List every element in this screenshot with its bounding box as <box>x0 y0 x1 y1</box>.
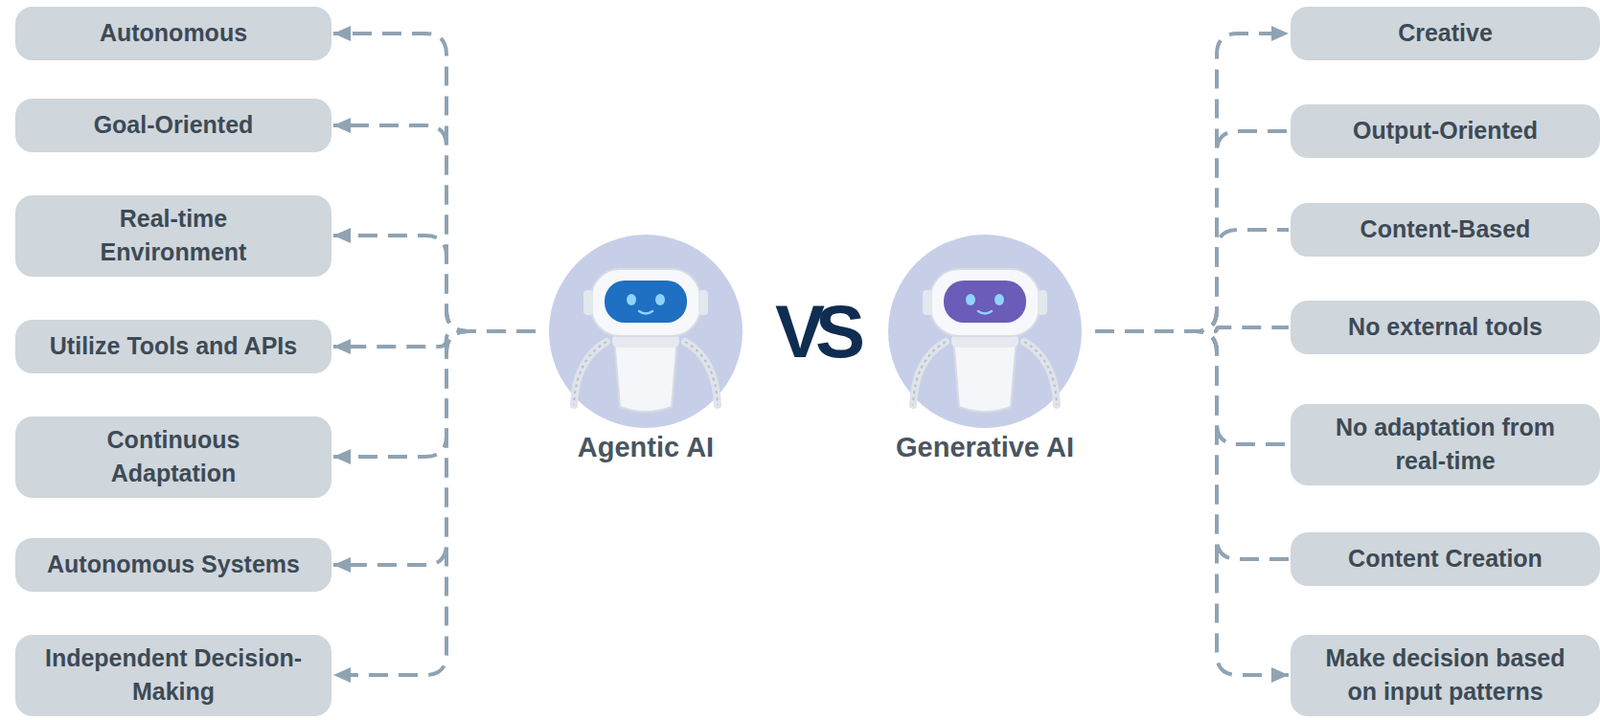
robot-svg <box>888 234 1082 448</box>
feature-box: Creative <box>1290 6 1600 61</box>
feature-text: Real-time Environment <box>82 202 265 271</box>
feature-text: No adaptation from real-time <box>1316 411 1576 480</box>
feature-box: Content-Based <box>1290 203 1600 257</box>
feature-box: Autonomous Systems <box>15 538 332 593</box>
feature-box: No adaptation from real-time <box>1290 404 1600 486</box>
feature-box: No external tools <box>1290 300 1600 355</box>
robot-illustration <box>888 234 1082 429</box>
feature-box: Continuous Adaptation <box>15 416 332 499</box>
feature-text: Goal-Oriented <box>93 108 254 143</box>
robot-disc <box>888 234 1082 429</box>
feature-box: Goal-Oriented <box>15 98 332 153</box>
ai-robot-node: Agentic AI <box>548 234 743 429</box>
dashed-connector <box>1095 331 1289 560</box>
feature-text: Make decision based on input patterns <box>1316 641 1576 710</box>
dashed-connector <box>1095 331 1289 676</box>
robot-disc <box>548 234 743 429</box>
feature-text: Content-Based <box>1360 212 1532 248</box>
dashed-connector <box>333 33 536 332</box>
feature-box: Make decision based on input patterns <box>1290 635 1600 717</box>
ai-robot-node: Generative AI <box>888 234 1082 429</box>
dashed-connector <box>333 331 536 458</box>
dashed-connector <box>1095 229 1289 332</box>
feature-text: No external tools <box>1348 310 1543 345</box>
feature-box: Content Creation <box>1290 532 1600 587</box>
feature-box: Utilize Tools and APIs <box>15 320 332 374</box>
feature-text: Autonomous <box>99 16 248 51</box>
feature-text: Independent Decision-Making <box>29 641 318 710</box>
feature-text: Continuous Adaptation <box>82 423 265 492</box>
versus-label: VS <box>775 288 856 376</box>
feature-text: Content Creation <box>1348 542 1543 577</box>
dashed-connector <box>1095 131 1289 332</box>
feature-box: Real-time Environment <box>15 195 332 277</box>
feature-text: Utilize Tools and APIs <box>49 329 298 365</box>
dashed-connector <box>1095 331 1289 445</box>
dashed-connector <box>333 331 536 566</box>
feature-box: Output-Oriented <box>1290 104 1600 159</box>
dashed-connector <box>1095 33 1289 332</box>
dashed-connector <box>333 331 536 676</box>
dashed-connector <box>333 125 536 332</box>
robot-svg <box>548 234 743 448</box>
ai-type-label: Generative AI <box>849 432 1120 464</box>
feature-box: Independent Decision-Making <box>15 635 332 717</box>
dashed-connector <box>333 331 536 347</box>
feature-text: Creative <box>1397 16 1493 51</box>
dashed-connector <box>333 235 536 332</box>
feature-box: Autonomous <box>15 6 332 61</box>
feature-text: Output-Oriented <box>1352 114 1538 149</box>
robot-illustration <box>548 234 743 429</box>
feature-text: Autonomous Systems <box>46 548 300 583</box>
ai-type-label: Agentic AI <box>510 432 781 464</box>
